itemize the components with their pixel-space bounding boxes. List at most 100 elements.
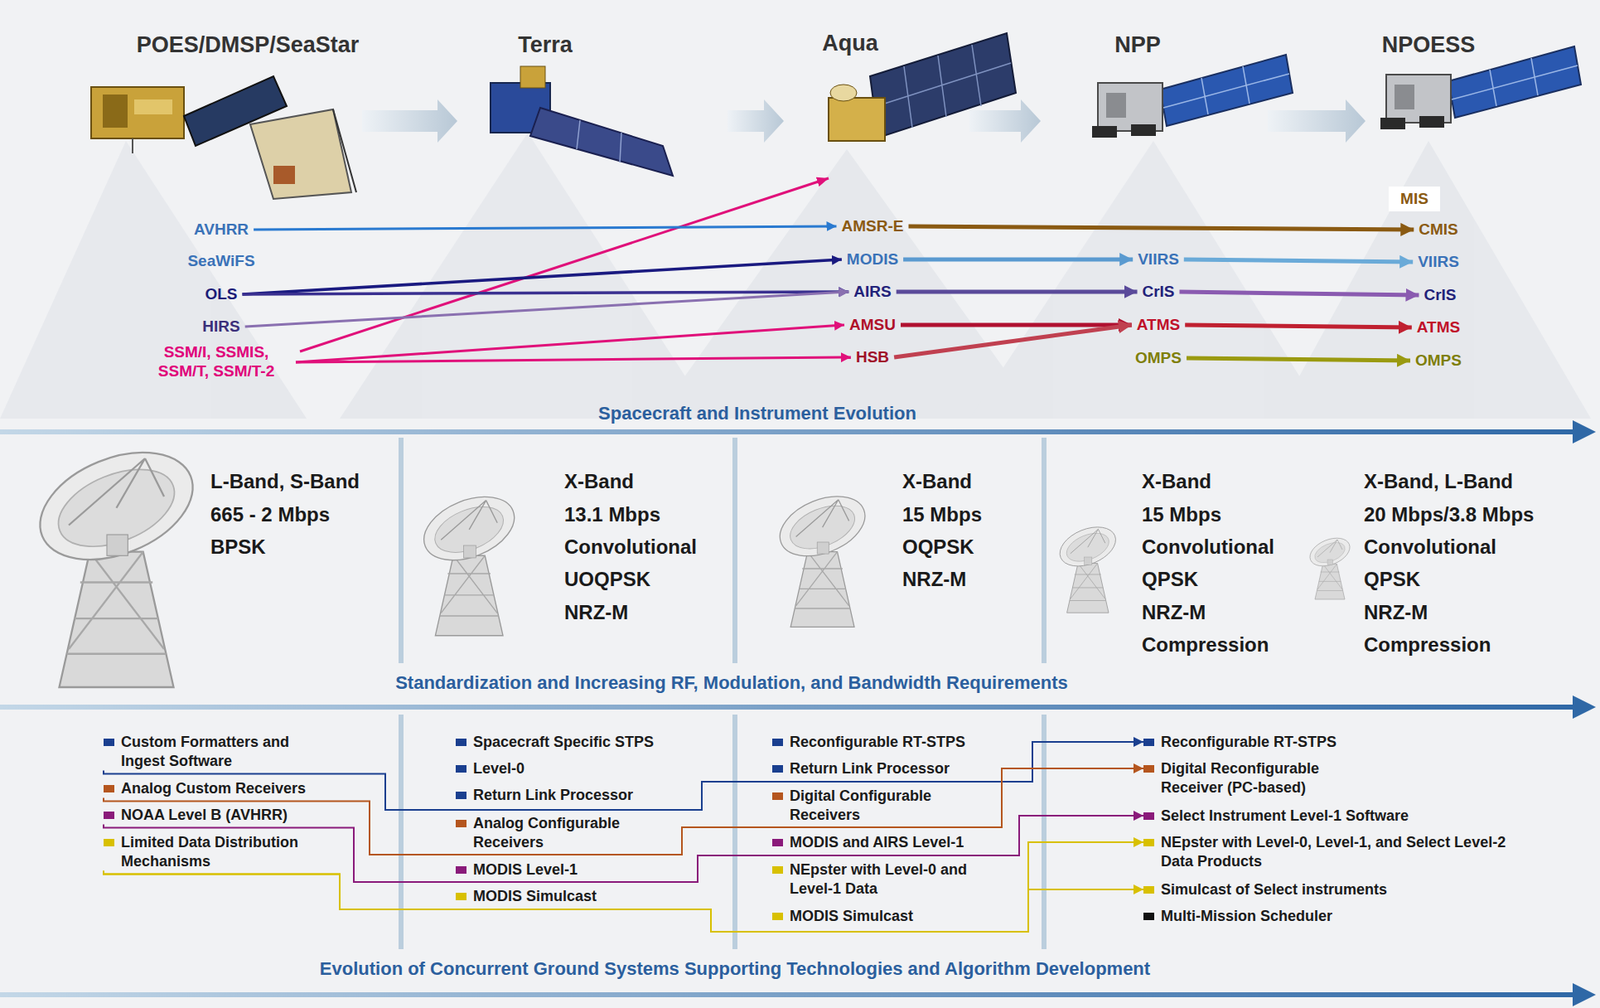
link-spec: UOQPSK <box>564 567 651 592</box>
item-text: Spacecraft Specific STPS <box>473 732 654 752</box>
flow-arrow <box>900 323 1132 328</box>
ground-item: Reconfigurable RT-STPS <box>772 732 966 752</box>
bullet <box>103 811 115 819</box>
bullet <box>772 792 784 800</box>
bullet <box>455 865 467 874</box>
item-text: Multi-Mission Scheduler <box>1160 906 1333 926</box>
link-spec: 20 Mbps/3.8 Mbps <box>1363 502 1534 527</box>
flow-arrow <box>103 870 1144 933</box>
flow-arrow <box>242 291 850 295</box>
link-spec: NRZ-M <box>1141 600 1206 625</box>
link-spec: QPSK <box>1363 567 1421 592</box>
flow-arrow <box>1186 357 1411 361</box>
instrument-name: CMIS <box>1418 220 1459 240</box>
bullet <box>103 738 115 746</box>
satellite-name: POES/DMSP/SeaStar <box>136 31 360 59</box>
flow-arrow <box>894 324 1132 358</box>
instrument-label: OMPS <box>1130 347 1187 370</box>
instrument-name: SeaWiFS <box>187 251 255 271</box>
bullet <box>455 764 467 773</box>
link-spec: L-Band, S-Band <box>210 469 360 494</box>
bullet <box>772 764 784 773</box>
ground-item: MODIS Simulcast <box>772 906 914 926</box>
section-title: Spacecraft and Instrument Evolution <box>598 402 917 425</box>
flow-arrow <box>253 226 837 230</box>
instrument-label: VIIRS <box>1132 248 1185 271</box>
instrument-label: AMSR-E <box>836 215 909 238</box>
item-text: Digital Reconfigurable Receiver (PC-base… <box>1160 758 1368 798</box>
instrument-name: ATMS <box>1136 315 1180 335</box>
item-text: NOAA Level B (AVHRR) <box>120 805 288 825</box>
bullet <box>455 738 467 746</box>
item-text: Simulcast of Select instruments <box>1160 879 1388 900</box>
bullet <box>455 791 467 799</box>
instrument-label: AMSU <box>844 314 901 337</box>
instrument-name: MODIS <box>846 250 899 270</box>
instrument-name: SSM/I, SSMIS, SSM/T, SSM/T-2 <box>141 343 291 382</box>
bullet <box>772 838 784 846</box>
ground-item: MODIS Simulcast <box>455 886 597 906</box>
ground-item: Multi-Mission Scheduler <box>1143 906 1333 926</box>
item-text: NEpster with Level-0, Level-1, and Selec… <box>1160 832 1538 871</box>
flow-arrow <box>908 226 1415 230</box>
flow-arrow <box>1179 291 1420 295</box>
flow-arrow <box>242 259 842 295</box>
flow-arrow <box>903 257 1133 262</box>
instrument-label: ATMS <box>1131 314 1185 337</box>
ground-item: NEpster with Level-0, Level-1, and Selec… <box>1143 832 1538 871</box>
instrument-label: ATMS <box>1411 316 1465 339</box>
bullet <box>1143 812 1155 820</box>
link-spec: 15 Mbps <box>1141 502 1222 527</box>
link-spec: OQPSK <box>902 535 975 560</box>
instrument-name: ATMS <box>1416 318 1460 338</box>
instrument-label: OLS <box>199 283 242 306</box>
item-text: Select Instrument Level-1 Software <box>1160 806 1409 826</box>
instrument-label: SSM/I, SSMIS, SSM/T, SSM/T-2 <box>136 341 296 383</box>
link-spec: X-Band <box>902 469 972 494</box>
instrument-label: AVHRR <box>188 218 254 242</box>
link-spec: Convolutional <box>1141 535 1275 560</box>
item-text: MODIS and AIRS Level-1 <box>789 832 964 852</box>
ground-item: Digital Configurable Receivers <box>772 786 985 825</box>
instrument-label: CMIS <box>1413 218 1464 242</box>
link-spec: Convolutional <box>564 535 697 560</box>
item-text: MODIS Simulcast <box>789 906 914 926</box>
item-text: MODIS Simulcast <box>473 886 597 906</box>
link-spec: NRZ-M <box>564 600 629 625</box>
flow-arrow <box>295 324 845 363</box>
link-spec: NRZ-M <box>1363 600 1428 625</box>
link-spec: Compression <box>1363 633 1491 658</box>
flow-arrow <box>1184 324 1412 328</box>
bullet <box>1143 764 1155 773</box>
ground-item: Spacecraft Specific STPS <box>455 732 654 752</box>
ground-item: Reconfigurable RT-STPS <box>1143 732 1337 752</box>
ground-item: Level-0 <box>455 758 525 779</box>
instrument-label: AIRS <box>848 280 896 304</box>
instrument-label: SeaWiFS <box>182 250 260 273</box>
ground-item: MODIS Level-1 <box>455 860 578 880</box>
ground-item: Limited Data Distribution Mechanisms <box>103 832 370 871</box>
link-spec: 13.1 Mbps <box>564 502 661 527</box>
flow-arrow <box>1184 259 1413 262</box>
instrument-name: AMSU <box>849 315 896 335</box>
ground-item: Analog Configurable Receivers <box>455 813 664 852</box>
ground-item: Analog Custom Receivers <box>103 778 306 798</box>
link-spec: X-Band, L-Band <box>1363 469 1513 494</box>
instrument-name: OLS <box>204 285 237 305</box>
item-text: Limited Data Distribution Mechanisms <box>120 832 370 871</box>
item-text: Level-0 <box>473 758 525 779</box>
section-title: Standardization and Increasing RF, Modul… <box>395 671 1069 694</box>
bullet <box>103 784 115 793</box>
item-text: Reconfigurable RT-STPS <box>1160 732 1337 752</box>
instrument-name: VIIRS <box>1417 252 1460 272</box>
item-text: Custom Formatters and Ingest Software <box>120 732 300 771</box>
link-spec: Compression <box>1141 633 1269 658</box>
flow-arrow <box>295 357 851 363</box>
instrument-name: AMSR-E <box>841 217 904 237</box>
instrument-label: MODIS <box>841 248 904 271</box>
item-text: Analog Custom Receivers <box>120 778 306 798</box>
item-text: Digital Configurable Receivers <box>789 786 985 825</box>
link-spec: 665 - 2 Mbps <box>210 502 330 527</box>
link-spec: Convolutional <box>1363 535 1497 560</box>
instrument-name: AIRS <box>853 282 891 302</box>
